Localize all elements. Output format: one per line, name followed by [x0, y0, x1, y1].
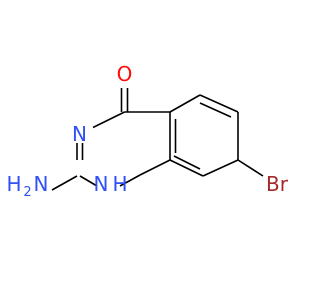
bond-c8-c8a-inner	[173, 155, 201, 170]
bond-c2-n1	[79, 175, 98, 187]
bond-n1-c8a	[119, 174, 141, 187]
bromine-label: Br	[266, 172, 289, 196]
bond-c7-br	[237, 159, 264, 177]
bond-lines	[51, 88, 264, 191]
bond-c7-c8	[202, 159, 239, 177]
structure-canvas: O N N H H 2 N Br	[6, 62, 289, 200]
bond-c5-c6-inner	[199, 102, 232, 118]
bond-c2-nh2	[51, 175, 78, 191]
amino-n-label: N	[34, 172, 49, 196]
nitrogen-3-label: N	[72, 122, 87, 146]
oxygen-label: O	[117, 62, 133, 86]
bond-c4-n3	[92, 111, 125, 129]
bond-c5-c6	[199, 94, 239, 113]
amino-h-count-label: 2	[23, 185, 31, 200]
bond-c8-c8a	[169, 159, 204, 177]
nitrogen-1-h-label: H	[112, 172, 127, 196]
amino-h-label: H	[6, 172, 21, 196]
molecule-diagram: O N N H H 2 N Br	[6, 62, 289, 200]
bond-c8a-n1-link	[139, 159, 171, 176]
nitrogen-1-n-label: N	[94, 172, 109, 196]
bond-c4a-c5	[169, 94, 201, 113]
